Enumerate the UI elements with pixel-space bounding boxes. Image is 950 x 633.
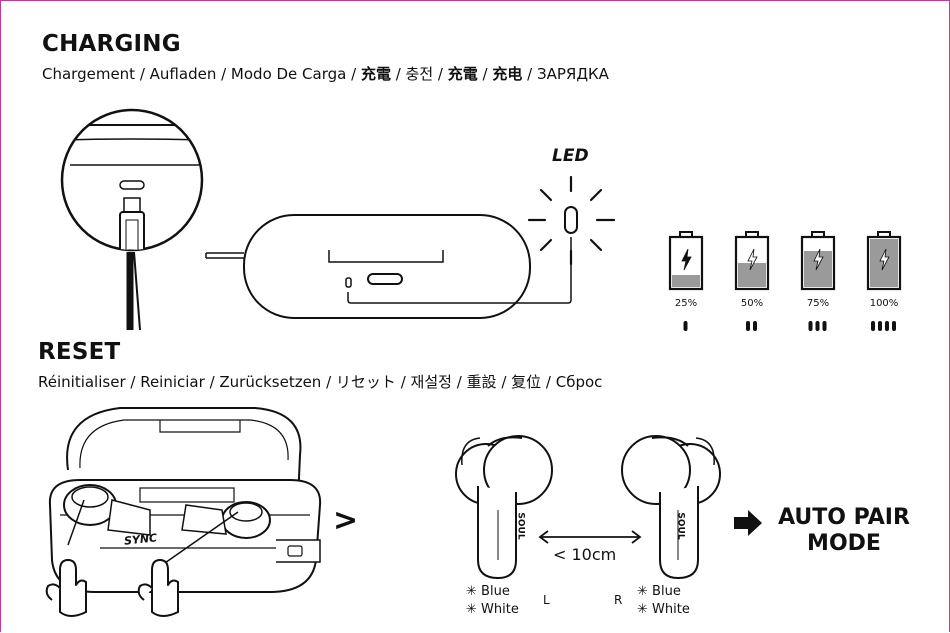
sparkle-icon: ✳ — [466, 584, 477, 599]
right-earbud-brand: SOUL — [676, 512, 686, 539]
right-led-colors: ✳ Blue ✳ White — [637, 583, 690, 619]
right-earbud-label: R — [614, 593, 622, 607]
auto-pair-line2: MODE — [774, 531, 914, 557]
arrow-right-icon — [734, 510, 764, 536]
left-led-colors: ✳ Blue ✳ White — [466, 583, 519, 619]
auto-pair-line1: AUTO PAIR — [774, 505, 914, 531]
led-color-blue: Blue — [652, 584, 681, 599]
led-color-white: White — [481, 602, 519, 617]
left-earbud-brand: SOUL — [516, 512, 526, 539]
led-color-blue: Blue — [481, 584, 510, 599]
sparkle-icon: ✳ — [637, 584, 648, 599]
distance-label: < 10cm — [553, 545, 616, 564]
auto-pair-mode-label: AUTO PAIR MODE — [774, 505, 914, 557]
sparkle-icon: ✳ — [637, 602, 648, 617]
left-earbud-label: L — [543, 593, 550, 607]
led-color-white: White — [652, 602, 690, 617]
sparkle-icon: ✳ — [466, 602, 477, 617]
